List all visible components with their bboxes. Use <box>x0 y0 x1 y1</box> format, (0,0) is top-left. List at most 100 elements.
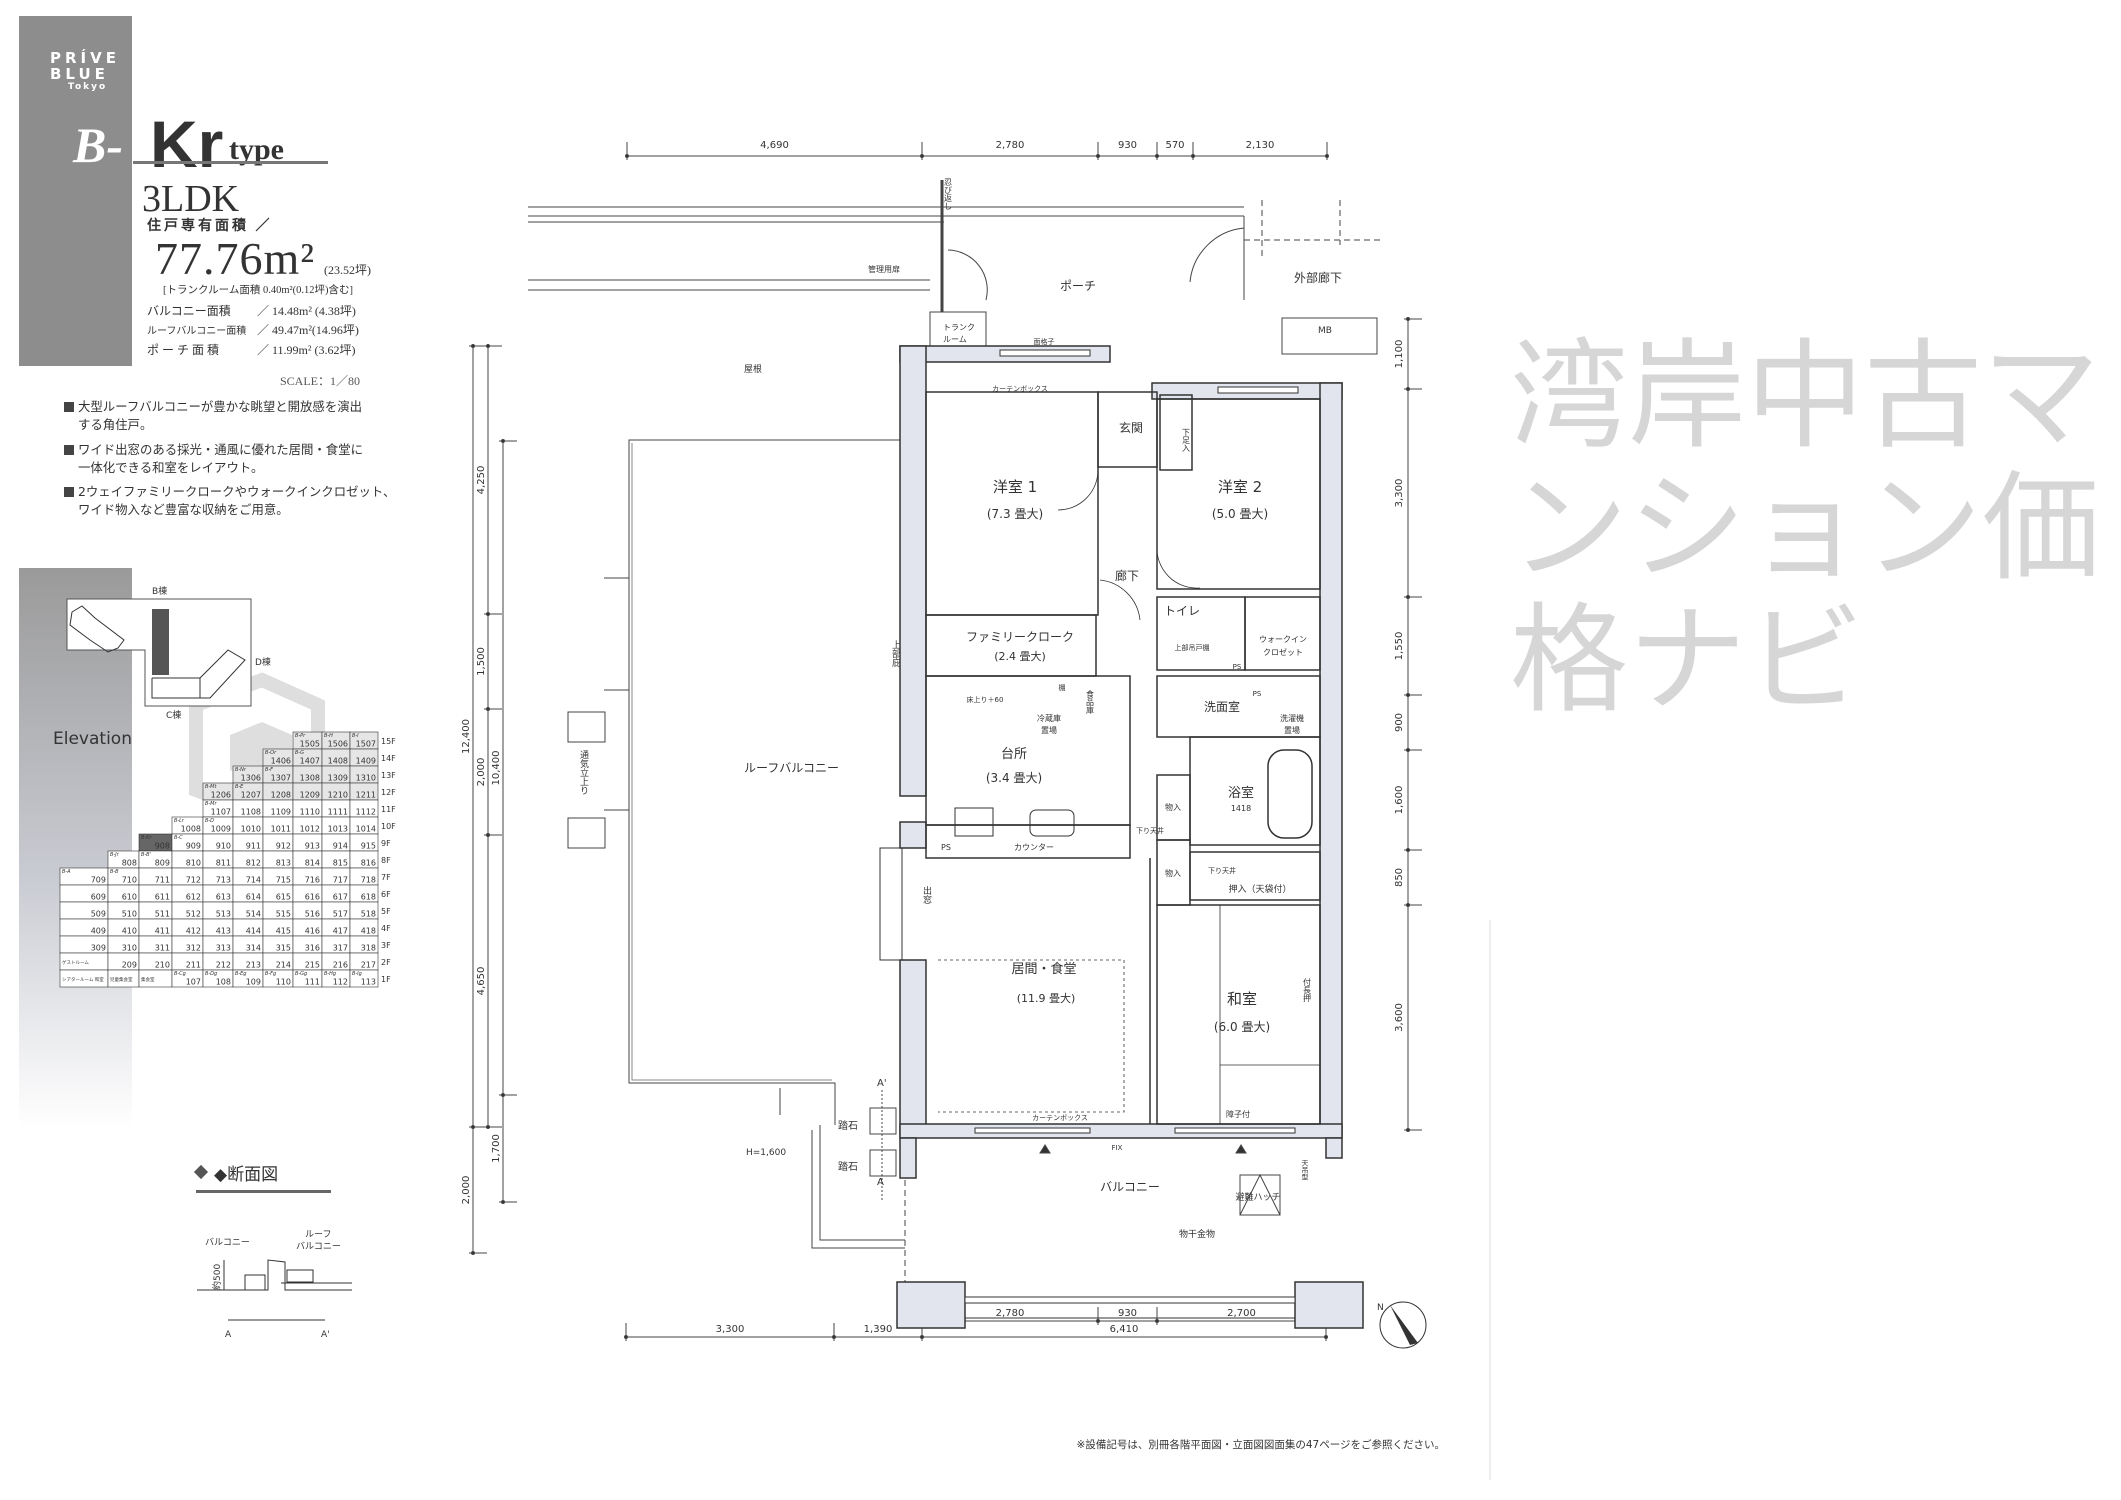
elevation-cell-number: 509 <box>91 910 106 919</box>
elevation-cell-type: B-Kr <box>141 835 152 841</box>
elevation-cell-number: 409 <box>91 927 106 936</box>
floor-label: 7F <box>381 873 391 882</box>
room-hallway: 廊下 <box>1115 568 1139 583</box>
dim-right-node <box>1406 903 1410 907</box>
elevation-cell-number: 909 <box>186 842 201 851</box>
dim-left-outer-node <box>471 1125 475 1129</box>
management-door-label: 管理用扉 <box>868 264 900 274</box>
dim-left-outer-node <box>471 344 475 348</box>
elevation-cell-number: 715 <box>276 876 291 885</box>
section-balcony-label: バルコニー <box>205 1237 250 1248</box>
elevation-cell-number: 317 <box>333 944 348 953</box>
key-map-d-wing: D棟 <box>255 656 271 668</box>
shelf-label: 棚 <box>1059 683 1066 692</box>
elevation-cell-number: 1009 <box>211 825 231 834</box>
room-bath-size: 1418 <box>1231 804 1251 813</box>
floor-raise-label: 床上り＋60 <box>967 695 1004 704</box>
dim-left-inner-node <box>486 612 490 616</box>
elevation-cell-type: B-B <box>110 869 119 875</box>
ps-label-3: PS <box>1253 690 1262 698</box>
bullet-square-icon <box>64 487 74 497</box>
title-underline <box>133 161 328 164</box>
key-map-b-wing: B棟 <box>152 585 167 597</box>
elevation-cell-type: B-Cg <box>174 971 186 977</box>
eave-label: 上部庇 <box>890 640 901 668</box>
elevation-cell-number: 1108 <box>241 808 261 817</box>
dim-left-inner-label: 4,650 <box>476 967 487 996</box>
elevation-cell-type: B-Lr <box>174 818 185 824</box>
elevation-cell-number: 113 <box>361 978 376 987</box>
elevation-cell-number: 617 <box>333 893 348 902</box>
window-marker-icon <box>1039 1144 1051 1154</box>
vent-label: 通気立上り <box>578 750 589 795</box>
elevation-cell-number: 816 <box>361 859 376 868</box>
room-kitchen: 台所 <box>1001 747 1027 762</box>
dim-left-inner-node <box>486 833 490 837</box>
elevation-cell-number: 511 <box>155 910 170 919</box>
dim-top-node <box>1096 154 1100 158</box>
dim-right-label: 850 <box>1394 868 1405 887</box>
elevation-cell-number: 614 <box>246 893 261 902</box>
elevation-cell-number: 714 <box>246 876 261 885</box>
dim-bottom-2-node <box>832 1335 836 1339</box>
dim-right-node <box>1406 1128 1410 1132</box>
section-title-underline <box>196 1190 331 1193</box>
balcony-label: バルコニー <box>1100 1180 1160 1194</box>
elevation-cell-type: B-Or <box>265 750 277 756</box>
elevation-cell-type: B-F <box>265 767 273 773</box>
elevation-cell-number: 615 <box>276 893 291 902</box>
dim-top-node <box>1155 154 1159 158</box>
nageshi-label: 付長押 <box>1303 977 1312 1003</box>
area-row-porch: ポ ー チ 面 積／ 11.99m² (3.62坪) <box>147 343 356 357</box>
key-map: B棟 D棟 C棟 <box>66 585 271 721</box>
elevation-cell-number: 513 <box>216 910 231 919</box>
elevation-cell-type: B-Hg <box>324 971 336 977</box>
brand-line2: BLUE <box>50 65 109 83</box>
elevation-cell-number: 710 <box>122 876 137 885</box>
room-living-dining: 居間・食堂 <box>1011 961 1076 977</box>
unit-type-suffix: type <box>229 133 284 166</box>
elevation-cell-number: 112 <box>333 978 348 987</box>
elevation-cell-number: 313 <box>216 944 231 953</box>
floor-label: 5F <box>381 907 391 916</box>
porch-area <box>528 180 1380 361</box>
dim-left-third-node <box>501 1093 505 1097</box>
elevation-cell-number: 814 <box>305 859 320 868</box>
elevation-cell-number: 1407 <box>300 757 320 766</box>
elevation-cell-number: 413 <box>216 927 231 936</box>
elevation-cell-number: 915 <box>361 842 376 851</box>
room-bath: 浴室 <box>1228 785 1254 801</box>
floor-label: 13F <box>381 771 396 780</box>
floor-label: 15F <box>381 737 396 746</box>
elevation-cell-number: 809 <box>155 859 170 868</box>
elevation-cell-number: 914 <box>333 842 348 851</box>
bullet-square-icon <box>64 445 74 455</box>
window-grille-label: 面格子 <box>1034 337 1055 346</box>
roof-label: 屋根 <box>744 363 762 375</box>
elevation-cell-number: 1309 <box>328 774 348 783</box>
lowered-ceiling-1: 下り天井 <box>1136 826 1164 835</box>
laundry-hardware-label: 物干金物 <box>1179 1228 1215 1240</box>
pantry-label: 食品庫 <box>1086 689 1095 715</box>
corridor-label: 外部廊下 <box>1294 270 1342 285</box>
elevation-cell-number: 児童集会室 <box>110 976 133 983</box>
area-row-roof-balcony: ルーフバルコニー面積／ 49.47m²(14.96坪) <box>147 323 359 337</box>
dim-bottom-1-node <box>1155 1319 1159 1323</box>
elevation-cell-number: 315 <box>276 944 291 953</box>
elevation-cell-number: 418 <box>361 927 376 936</box>
room-kitchen-size: (3.4 畳大) <box>986 771 1042 785</box>
elevation-cell-number: 1310 <box>356 774 376 783</box>
elevation-cell-number: 111 <box>305 978 320 987</box>
elevation-cell-number: 109 <box>246 978 261 987</box>
elevation-cell-type: B-A <box>62 869 71 875</box>
elevation-cell-number: 717 <box>333 876 348 885</box>
room-family-cloak: ファミリークローク <box>966 630 1074 644</box>
ps-label-1: PS <box>941 843 951 852</box>
section-roof-label-2: バルコニー <box>296 1241 341 1252</box>
dim-right-node <box>1406 693 1410 697</box>
elevation-cell-number: 808 <box>122 859 137 868</box>
elevation-cell-number: 214 <box>276 961 291 970</box>
elevation-cell-type: B-Pr <box>295 733 306 739</box>
elevation-cell-number: 1505 <box>300 740 320 749</box>
dim-bottom-1-label: 2,700 <box>1227 1308 1256 1319</box>
